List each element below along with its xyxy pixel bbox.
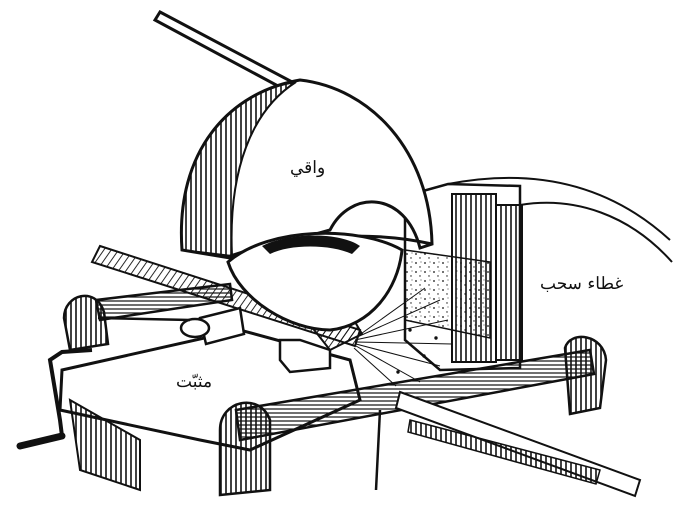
exhaust-hood <box>405 178 672 370</box>
exhaust-hood-label: غطاء سحب <box>540 276 623 293</box>
vise-clamp <box>64 284 244 350</box>
blade-guard-label: واقي <box>290 160 325 177</box>
cutting-wheel <box>228 233 402 330</box>
vise-clamp-label: مثبّت <box>176 374 212 391</box>
operating-lever <box>155 12 300 94</box>
